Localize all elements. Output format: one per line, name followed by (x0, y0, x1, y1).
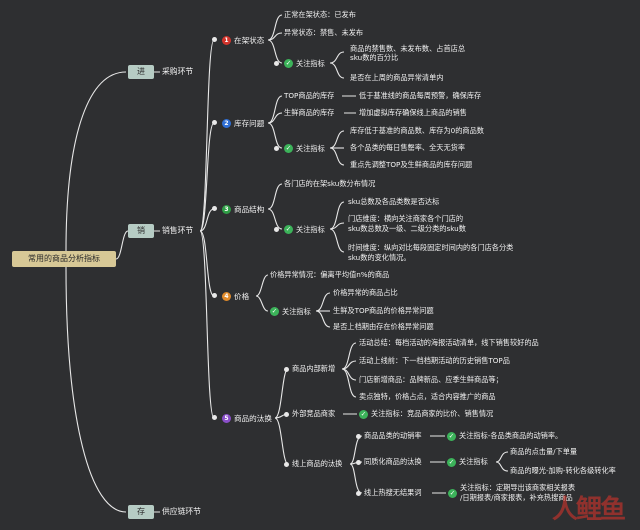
check-icon: ✓ (284, 225, 293, 234)
check-icon: ✓ (284, 144, 293, 153)
check-icon: ✓ (359, 410, 368, 419)
watermark-text: 人鲤鱼 (551, 495, 626, 525)
t4-focus-d: 是否上档期由存在价格异常问题 (333, 322, 434, 331)
node-dot (284, 412, 289, 417)
node-dot (274, 146, 279, 151)
t1-focus-c1: 商品的禁售数、未发布数、占首店总 (350, 44, 466, 53)
t2-top-stock-label: TOP商品的库存 (284, 91, 335, 100)
node-dot (274, 227, 279, 232)
t3-focus-label[interactable]: 关注指标 (296, 225, 325, 234)
watermark-logo: 人鲤鱼 (551, 489, 626, 526)
t5-online-2-focus[interactable]: 关注指标 (459, 457, 488, 466)
check-icon: ✓ (448, 489, 457, 498)
branch-sales-tag[interactable]: 销 (128, 224, 154, 238)
t5-internal-4: 卖点独特，价格占点，适合内容推广的商品 (359, 392, 496, 401)
priority-3-icon: 3 (222, 205, 231, 214)
t4-focus-label[interactable]: 关注指标 (282, 307, 311, 316)
node-dot (212, 37, 217, 42)
t5-online-2b: 商品的曝光-加购-转化各级转化率 (510, 466, 616, 475)
node-dot (284, 367, 289, 372)
node-dot (274, 61, 279, 66)
t1-focus-c2: sku数的百分比 (350, 53, 399, 62)
node-dot (284, 462, 289, 467)
t3-focus-b: sku总数及各品类数是否达标 (348, 197, 440, 206)
t5-internal-label[interactable]: 商品内部新增 (292, 364, 336, 373)
node-dot (356, 491, 361, 496)
topic-label-2[interactable]: 库存问题 (234, 119, 265, 128)
check-icon: ✓ (284, 59, 293, 68)
t3-focus-d1: 时间维度：纵向对比每段固定时间内的各门店各分类 (348, 243, 514, 252)
topic-label-5[interactable]: 商品的汰换 (234, 414, 272, 423)
node-dot (356, 460, 361, 465)
branch-purchase-label: 采购环节 (162, 67, 194, 76)
priority-4-icon: 4 (222, 292, 231, 301)
t1-focus-label[interactable]: 关注指标 (296, 59, 325, 68)
t2-focus-label[interactable]: 关注指标 (296, 144, 325, 153)
branch-supply-label: 供应链环节 (162, 507, 201, 516)
t5-internal-3: 门店新增商品：品牌新品、应季生鲜商品等； (359, 375, 503, 384)
t5-online-label[interactable]: 线上商品的汰换 (292, 459, 343, 468)
t5-external-label[interactable]: 外部竞品商家 (292, 409, 336, 418)
t2-fresh-stock-label: 生鲜商品的库存 (284, 108, 335, 117)
t5-online-2a: 商品的点击量/下单量 (510, 447, 578, 456)
check-icon: ✓ (270, 307, 279, 316)
check-icon: ✓ (447, 432, 456, 441)
t3-focus-c1: 门店维度：横向关注商家各个门店的 (348, 214, 464, 223)
t5-external-1: 关注指标：竞品商家的比价、销售情况 (371, 409, 494, 418)
topic-label-3[interactable]: 商品结构 (234, 205, 265, 214)
t5-online-3b: /日期报表/商家报表，补充热搜商品 (460, 493, 573, 502)
t1-item-a: 正常在架状态：已发布 (284, 10, 356, 19)
t2-fresh-stock-desc: 增加虚拟库存确保线上商品的销售 (359, 108, 467, 117)
priority-2-icon: 2 (222, 119, 231, 128)
root-node[interactable]: 常用的商品分析指标 (12, 251, 116, 267)
node-dot (356, 434, 361, 439)
check-icon: ✓ (447, 458, 456, 467)
t2-focus-e: 重点先调整TOP及生鲜商品的库存问题 (350, 160, 473, 169)
t2-top-stock-desc: 低于基准线的商品每周预警，确保库存 (359, 91, 482, 100)
t4-focus-c: 生鲜及TOP商品的价格异常问题 (333, 306, 434, 315)
t5-online-3a: 关注指标：定期导出该商家相关报表 (460, 483, 576, 492)
t5-online-1-desc: 关注指标-各品类商品的动销率。 (459, 431, 563, 440)
t2-focus-c: 库存低于基准的商品数、库存为0的商品数 (350, 126, 484, 135)
priority-1-icon: 1 (222, 36, 231, 45)
node-dot (212, 120, 217, 125)
node-dot (212, 415, 217, 420)
branch-supply-tag[interactable]: 存 (128, 505, 154, 519)
t4-focus-b: 价格异常的商品占比 (333, 288, 398, 297)
t5-online-3-label: 线上热搜无结果词 (364, 488, 422, 497)
t3-focus-d2: sku数的变化情况。 (348, 253, 411, 262)
priority-5-icon: 5 (222, 414, 231, 423)
t5-online-1-label: 商品品类的动销率 (364, 431, 422, 440)
node-dot (212, 206, 217, 211)
topic-label-1[interactable]: 在架状态 (234, 36, 265, 45)
node-dot (212, 293, 217, 298)
t1-item-b: 异常状态：禁售、未发布 (284, 28, 364, 37)
t3-item-a: 各门店的在架sku数分布情况 (284, 179, 376, 188)
t5-online-2-label: 同质化商品的汰换 (364, 457, 422, 466)
branch-purchase-tag[interactable]: 进 (128, 65, 154, 79)
t1-focus-d: 是否在上周的商品异常清单内 (350, 73, 444, 82)
t3-focus-c2: sku数总数及一级、二级分类的sku数 (348, 224, 466, 233)
t5-internal-2: 活动上线前：下一档档期活动的历史销售TOP品 (359, 356, 510, 365)
t5-internal-1: 活动总结：每档活动的海报活动清单，线下销售较好的品 (359, 338, 539, 347)
t4-item-a: 价格异常情况：偏离平均值n%的商品 (270, 270, 390, 279)
branch-sales-label: 销售环节 (162, 226, 194, 235)
t2-focus-d: 各个品类的每日售罄率、全天无货率 (350, 143, 466, 152)
topic-label-4[interactable]: 价格 (234, 292, 250, 301)
